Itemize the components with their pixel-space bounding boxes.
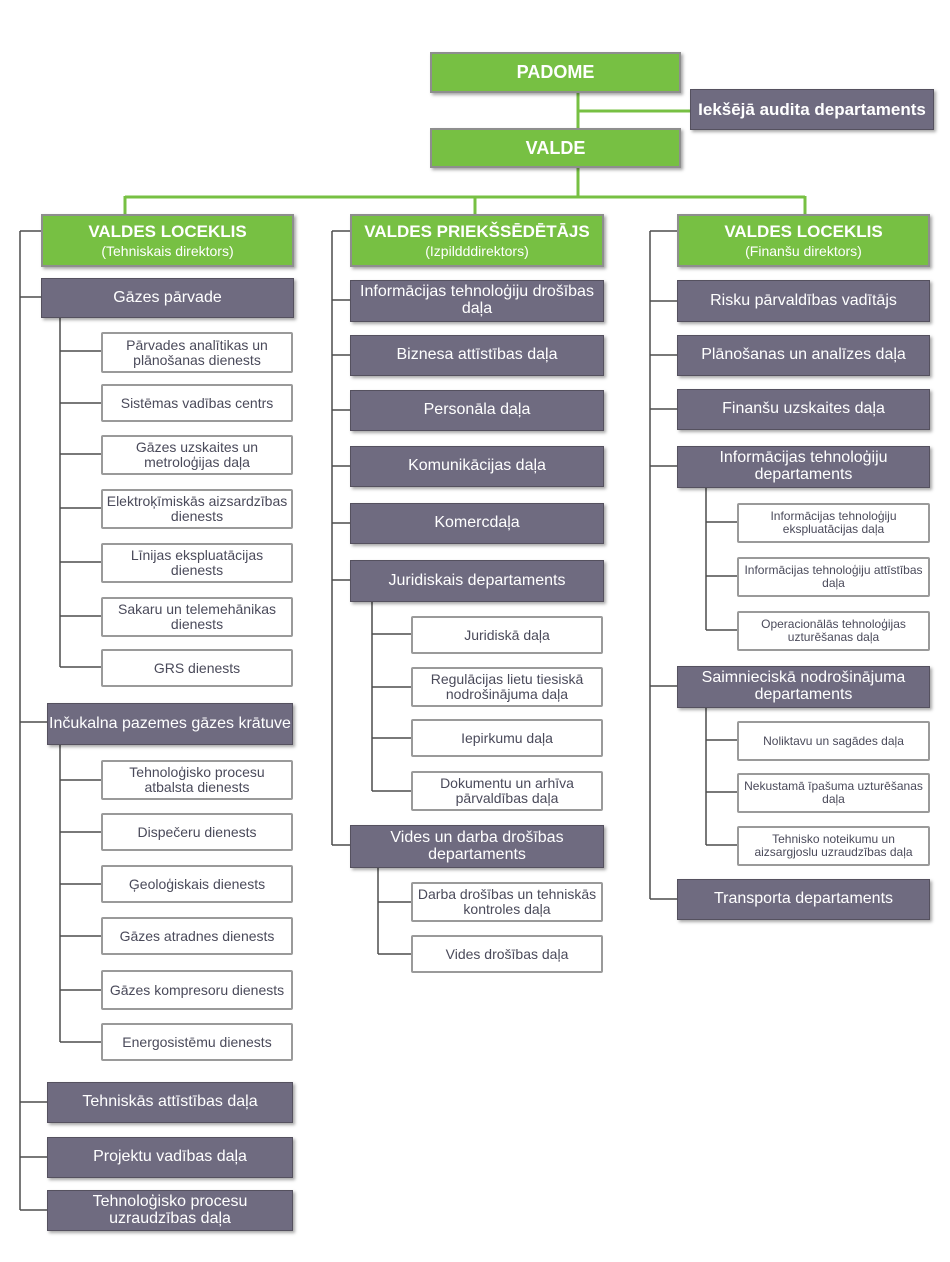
col2-header-subtitle: (Izpildddirektors) bbox=[425, 242, 529, 259]
gazes-parvade-box: Gāzes pārvade bbox=[41, 278, 294, 318]
col3-header: VALDES LOCEKLIS (Finanšu direktors) bbox=[677, 214, 930, 267]
gp-item-3: Elektroķīmiskās aizsardzības dienests bbox=[101, 489, 293, 529]
gp-item-4: Līnijas ekspluatācijas dienests bbox=[101, 543, 293, 583]
jur-item-2: Iepirkumu daļa bbox=[411, 719, 603, 757]
col1-header-title: VALDES LOCEKLIS bbox=[88, 221, 247, 241]
c2-unit-4: Komercdaļa bbox=[350, 503, 604, 544]
gp-item-6: GRS dienests bbox=[101, 649, 293, 687]
projektu-vadibas-box: Projektu vadības daļa bbox=[47, 1137, 293, 1178]
vides-box: Vides un darba drošības departaments bbox=[350, 825, 604, 868]
col2-header-title: VALDES PRIEKŠSĒDĒTĀJS bbox=[364, 221, 590, 241]
saimn-item-2: Tehnisko noteikumu un aizsargjoslu uzrau… bbox=[737, 826, 930, 866]
padome-box: PADOME bbox=[430, 52, 681, 93]
jur-item-1: Regulācijas lietu tiesiskā nodrošinājuma… bbox=[411, 667, 603, 707]
ic-item-0: Tehnoloģisko procesu atbalsta dienests bbox=[101, 760, 293, 800]
ic-item-1: Dispečeru dienests bbox=[101, 813, 293, 851]
incukalns-box: Inčukalna pazemes gāzes krātuve bbox=[47, 703, 293, 745]
gp-item-5: Sakaru un telemehānikas dienests bbox=[101, 597, 293, 637]
c2-unit-2: Personāla daļa bbox=[350, 390, 604, 431]
audit-department-box: Iekšējā audita departaments bbox=[690, 89, 934, 130]
it-item-1: Informācijas tehnoloģiju attīstības daļa bbox=[737, 557, 930, 597]
vid-item-1: Vides drošības daļa bbox=[411, 935, 603, 973]
jur-item-3: Dokumentu un arhīva pārvaldības daļa bbox=[411, 771, 603, 811]
jur-item-0: Juridiskā daļa bbox=[411, 616, 603, 654]
ic-item-3: Gāzes atradnes dienests bbox=[101, 917, 293, 955]
c2-unit-1: Biznesa attīstības daļa bbox=[350, 335, 604, 376]
it-department-box: Informācijas tehnoloģiju departaments bbox=[677, 446, 930, 488]
gp-item-2: Gāzes uzskaites un metroloģijas daļa bbox=[101, 435, 293, 475]
juridiskais-box: Juridiskais departaments bbox=[350, 560, 604, 602]
tehniskas-attistibas-box: Tehniskās attīstības daļa bbox=[47, 1082, 293, 1123]
c2-unit-3: Komunikācijas daļa bbox=[350, 446, 604, 487]
transporta-department-box: Transporta departaments bbox=[677, 879, 930, 920]
saimn-department-box: Saimnieciskā nodrošinājuma departaments bbox=[677, 666, 930, 708]
c3-unit-1: Plānošanas un analīzes daļa bbox=[677, 335, 930, 376]
saimn-item-0: Noliktavu un sagādes daļa bbox=[737, 721, 930, 761]
saimn-item-1: Nekustamā īpašuma uzturēšanas daļa bbox=[737, 773, 930, 813]
c2-unit-0: Informācijas tehnoloģiju drošības daļa bbox=[350, 280, 604, 322]
c3-unit-0: Risku pārvaldības vadītājs bbox=[677, 280, 930, 322]
gp-item-0: Pārvades analītikas un plānošanas dienes… bbox=[101, 332, 293, 373]
col2-header: VALDES PRIEKŠSĒDĒTĀJS (Izpildddirektors) bbox=[350, 214, 604, 267]
it-item-0: Informācijas tehnoloģiju ekspluatācijas … bbox=[737, 503, 930, 543]
col3-header-title: VALDES LOCEKLIS bbox=[724, 221, 883, 241]
col1-header: VALDES LOCEKLIS (Tehniskais direktors) bbox=[41, 214, 294, 267]
col3-header-subtitle: (Finanšu direktors) bbox=[745, 242, 862, 259]
tehnologisko-uzraudzibas-box: Tehnoloģisko procesu uzraudzības daļa bbox=[47, 1190, 293, 1231]
ic-item-5: Energosistēmu dienests bbox=[101, 1023, 293, 1061]
vid-item-0: Darba drošības un tehniskās kontroles da… bbox=[411, 882, 603, 922]
c3-unit-2: Finanšu uzskaites daļa bbox=[677, 389, 930, 430]
ic-item-4: Gāzes kompresoru dienests bbox=[101, 970, 293, 1010]
col1-header-subtitle: (Tehniskais direktors) bbox=[101, 242, 234, 259]
it-item-2: Operacionālās tehnoloģijas uzturēšanas d… bbox=[737, 611, 930, 651]
ic-item-2: Ģeoloģiskais dienests bbox=[101, 865, 293, 903]
gp-item-1: Sistēmas vadības centrs bbox=[101, 384, 293, 422]
valde-box: VALDE bbox=[430, 128, 681, 168]
